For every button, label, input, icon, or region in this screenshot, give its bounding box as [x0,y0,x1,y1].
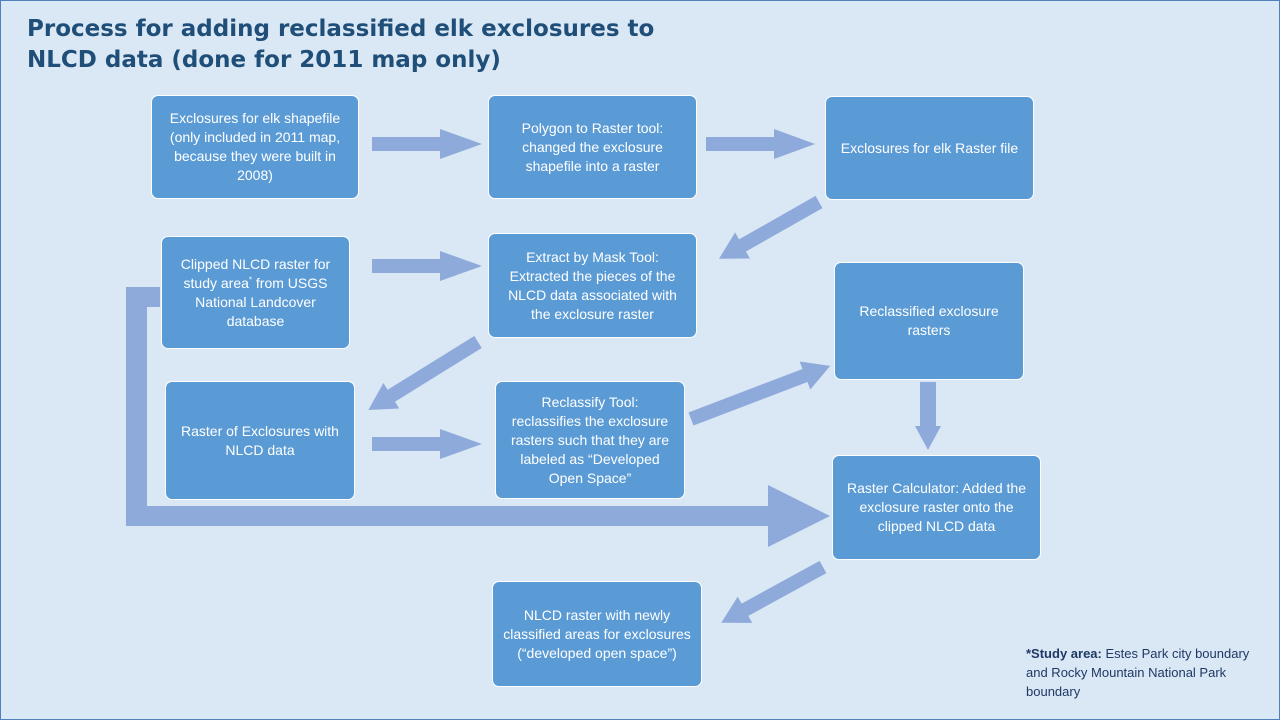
study-area-footnote: *Study area: Estes Park city boundary an… [1026,644,1266,701]
node-final-raster: NLCD raster with newly classified areas … [492,581,702,687]
node-reclassified-rasters: Reclassified exclosure rasters [834,262,1024,380]
clipped-nlcd-text-a: Clipped NLCD raster for study area [180,255,331,291]
node-extract-by-mask-text: Extract by Mask Tool: Extracted the piec… [508,248,677,322]
arrow-shapefile-to-polygon-tool [372,129,482,159]
node-clipped-nlcd: Clipped NLCD raster for study area* from… [161,236,350,349]
clipped-nlcd-text-b: from USGS National Landcover database [195,274,328,329]
arrow-reclassify-to-reclassified-rasters [688,361,831,426]
diagram-title: Process for adding reclassified elk excl… [27,14,655,76]
node-polygon-to-raster: Polygon to Raster tool: changed the excl… [488,95,697,199]
node-raster-calculator-text: Raster Calculator: Added the exclosure r… [847,480,1026,534]
title-line-2: NLCD data (done for 2011 map only) [27,47,501,73]
arrow-reclassified-to-calculator [915,382,941,450]
node-elk-raster-file: Exclosures for elk Raster file [825,96,1034,200]
footnote-label: *Study area: [1026,646,1102,661]
arrow-extract-to-raster-exclosures [368,336,482,410]
node-final-raster-text: NLCD raster with newly classified areas … [503,606,691,661]
node-raster-of-exclosures: Raster of Exclosures with NLCD data [165,381,355,500]
node-reclassified-rasters-text: Reclassified exclosure rasters [859,303,999,338]
title-line-1: Process for adding reclassified elk excl… [27,16,655,42]
node-reclassify-tool: Reclassify Tool: reclassifies the exclos… [495,381,685,499]
node-polygon-to-raster-text: Polygon to Raster tool: changed the excl… [521,119,664,174]
node-raster-of-exclosures-text: Raster of Exclosures with NLCD data [181,422,339,458]
node-reclassify-tool-text: Reclassify Tool: reclassifies the exclos… [511,393,669,486]
node-extract-by-mask: Extract by Mask Tool: Extracted the piec… [488,233,697,338]
node-elk-shapefile: Exclosures for elk shapefile (only inclu… [151,95,359,199]
node-raster-calculator: Raster Calculator: Added the exclosure r… [832,455,1041,560]
footnote-text: Estes Park city boundary and Rocky Mount… [1026,646,1250,699]
node-elk-shapefile-text: Exclosures for elk shapefile (only inclu… [169,110,341,183]
node-elk-raster-file-text: Exclosures for elk Raster file [840,139,1019,156]
node-clipped-nlcd-text: Clipped NLCD raster for study area* from… [172,255,339,331]
arrow-clipped-nlcd-to-calculator [126,287,830,547]
arrow-polygon-tool-to-elk-raster [706,129,815,159]
arrow-calculator-to-final [721,560,827,623]
arrow-clipped-nlcd-to-extract [372,251,482,281]
study-area-footnote-mark: * [248,274,253,284]
arrow-raster-exclosures-to-reclassify [372,429,482,459]
arrow-elk-raster-to-extract [719,195,823,259]
